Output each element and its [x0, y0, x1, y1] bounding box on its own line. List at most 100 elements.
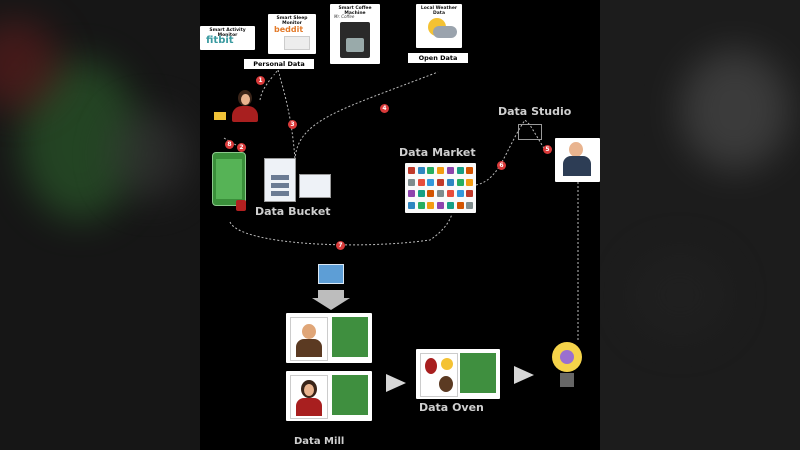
market-app-tile — [408, 167, 415, 174]
activity-monitor-title: Smart Activity Monitor — [209, 28, 246, 38]
market-app-tile — [456, 167, 464, 174]
market-app-tile — [446, 201, 454, 209]
market-app-tile — [417, 178, 425, 186]
market-app-tile — [446, 167, 454, 174]
coffee-machine-icon — [340, 22, 370, 58]
market-app-tile — [408, 178, 415, 186]
market-app-tile — [446, 178, 454, 186]
female-face — [304, 384, 314, 396]
beddit-logo: beddit — [274, 25, 304, 34]
market-app-tile — [466, 190, 474, 197]
market-app-tile — [437, 178, 445, 186]
oven-person-1 — [425, 358, 437, 374]
market-app-tile — [456, 190, 464, 197]
data-owner-avatar — [230, 90, 258, 126]
data-oven-card — [416, 349, 500, 399]
data-market-title: Data Market — [399, 146, 476, 159]
scribble-app-icon — [332, 317, 368, 357]
activity-monitor-card: Smart Activity Monitor fitbit — [200, 26, 255, 50]
phone-lock-icon — [236, 200, 246, 211]
step-badge-5: 5 — [543, 145, 552, 154]
consumer-suit — [563, 156, 591, 176]
open-data-stores-label: Open Data Stores — [408, 53, 468, 72]
scribble-app-icon — [460, 353, 496, 393]
female-body — [296, 398, 322, 416]
coffee-machine-title: Smart Coffee Machine — [338, 6, 372, 16]
connector-7 — [229, 213, 453, 246]
sleep-monitor-title: Smart Sleep Monitor — [276, 16, 308, 26]
connector-4 — [294, 71, 439, 161]
lightbulb-icon — [552, 342, 582, 372]
connector-lines — [223, 69, 579, 340]
male-face — [302, 324, 316, 339]
step-badge-6: 6 — [497, 161, 506, 170]
data-oven-title: Data Oven — [419, 401, 484, 414]
market-app-tile — [417, 190, 425, 197]
mrcoffee-logo: Mr. Coffee — [334, 14, 355, 19]
phone-app-icon — [212, 152, 246, 206]
market-app-tile — [456, 178, 464, 186]
data-consumer-card — [555, 138, 600, 182]
market-app-tile — [437, 167, 445, 174]
avatar-face — [241, 94, 250, 105]
diagram-canvas: Smart Activity Monitor fitbit Smart Slee… — [200, 0, 600, 450]
market-app-tile — [427, 201, 435, 209]
connector-6 — [475, 119, 546, 186]
avatar-body — [232, 106, 258, 122]
step-badge-8: 8 — [225, 140, 234, 149]
weather-cloud-icon — [433, 26, 457, 38]
market-app-tile — [466, 201, 474, 209]
oven-people-frame — [420, 353, 458, 397]
step-badge-7: 7 — [336, 241, 345, 250]
bed-sensor-icon — [284, 36, 310, 50]
data-bucket-title: Data Bucket — [255, 205, 331, 218]
oven-sun-icon — [441, 358, 453, 370]
coffee-machine-card: Smart Coffee Machine Mr. Coffee — [330, 4, 380, 64]
oven-person-2 — [439, 376, 453, 392]
female-avatar-frame — [290, 375, 328, 419]
envelope-icon — [214, 112, 226, 120]
market-app-tile — [427, 190, 435, 197]
market-app-tile — [408, 201, 415, 209]
server-rack-1 — [271, 175, 289, 180]
coffee-carafe — [346, 38, 364, 52]
mill-row-2 — [286, 371, 372, 421]
data-market-grid — [405, 163, 476, 213]
data-studio-title: Data Studio — [498, 105, 572, 118]
right-arrow-icon — [386, 374, 406, 392]
right-arrow-icon — [514, 366, 534, 384]
market-app-tile — [408, 190, 415, 197]
server-icon — [264, 158, 296, 202]
database-panel-icon — [299, 174, 331, 198]
consumer-face — [569, 142, 583, 157]
fitbit-logo: fitbit — [206, 35, 234, 46]
blur-gray-blob — [110, 110, 190, 200]
down-arrow-shaft — [318, 290, 344, 298]
blurred-left-panel — [0, 0, 200, 450]
market-app-tile — [456, 201, 464, 209]
personal-data-stores-label: Personal Data Stores — [244, 59, 314, 78]
lightbulb-base — [560, 373, 574, 387]
market-app-tile — [466, 178, 474, 186]
market-app-tile — [427, 167, 435, 174]
market-app-tile — [466, 167, 474, 174]
step-badge-3: 3 — [288, 120, 297, 129]
weather-data-card: Local Weather Data — [416, 4, 462, 48]
server-rack-2 — [271, 183, 289, 188]
server-rack-3 — [271, 191, 289, 196]
down-arrow-icon — [312, 298, 350, 310]
male-body — [296, 339, 322, 357]
blur-gray-blob — [680, 50, 790, 170]
weather-data-title: Local Weather Data — [420, 6, 458, 16]
blurred-right-panel — [600, 0, 800, 450]
sleep-monitor-card: Smart Sleep Monitor beddit — [268, 14, 316, 54]
step-badge-4: 4 — [380, 104, 389, 113]
market-app-tile — [417, 167, 425, 174]
mill-row-1 — [286, 313, 372, 363]
market-app-tile — [417, 201, 425, 209]
step-badge-1: 1 — [256, 76, 265, 85]
market-app-tile — [427, 178, 435, 186]
market-app-tile — [437, 201, 445, 209]
market-app-tile — [446, 190, 454, 197]
phone-screen — [216, 159, 242, 199]
